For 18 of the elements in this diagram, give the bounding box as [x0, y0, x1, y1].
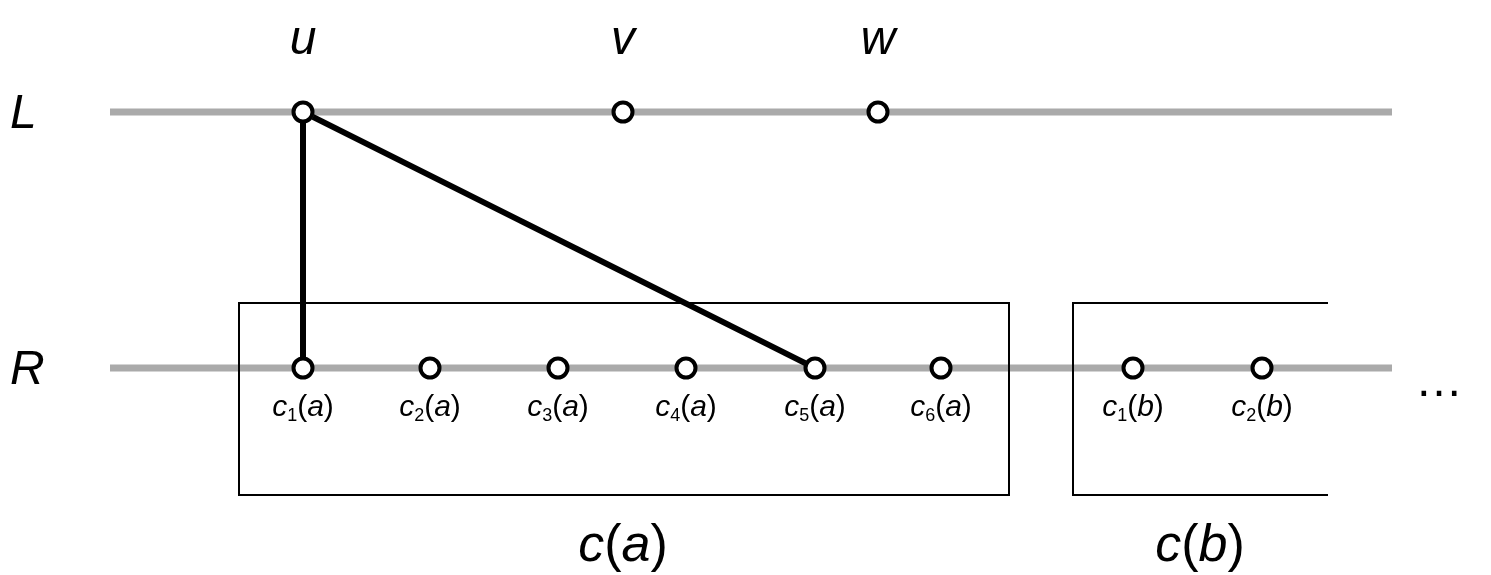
vertex-label: c$_{5}$(a): [783, 388, 847, 427]
vertex-label: v: [610, 10, 638, 66]
group-label: c(b): [1154, 514, 1246, 572]
vertex-label: c$_{4}$(a): [654, 388, 718, 427]
vertex-label: u: [288, 10, 318, 66]
group-label: c(a): [577, 514, 669, 572]
vertex-label: c$_{3}$(a): [526, 388, 590, 427]
vertex-label: w: [859, 10, 899, 66]
vertex-label: c$_{6}$(a): [909, 388, 973, 427]
vertex-label: c$_{2}$(b): [1230, 388, 1294, 427]
track-name: R: [10, 340, 45, 396]
vertex-label: c$_{2}$(a): [398, 388, 462, 427]
edge-line: [311, 114, 807, 366]
vertex-label: c$_{1}$(b): [1101, 388, 1165, 427]
ellipsis: …: [1415, 352, 1463, 408]
edge-line: [300, 123, 306, 357]
track-name: L: [10, 84, 37, 140]
vertex-label: c$_{1}$(a): [271, 388, 335, 427]
